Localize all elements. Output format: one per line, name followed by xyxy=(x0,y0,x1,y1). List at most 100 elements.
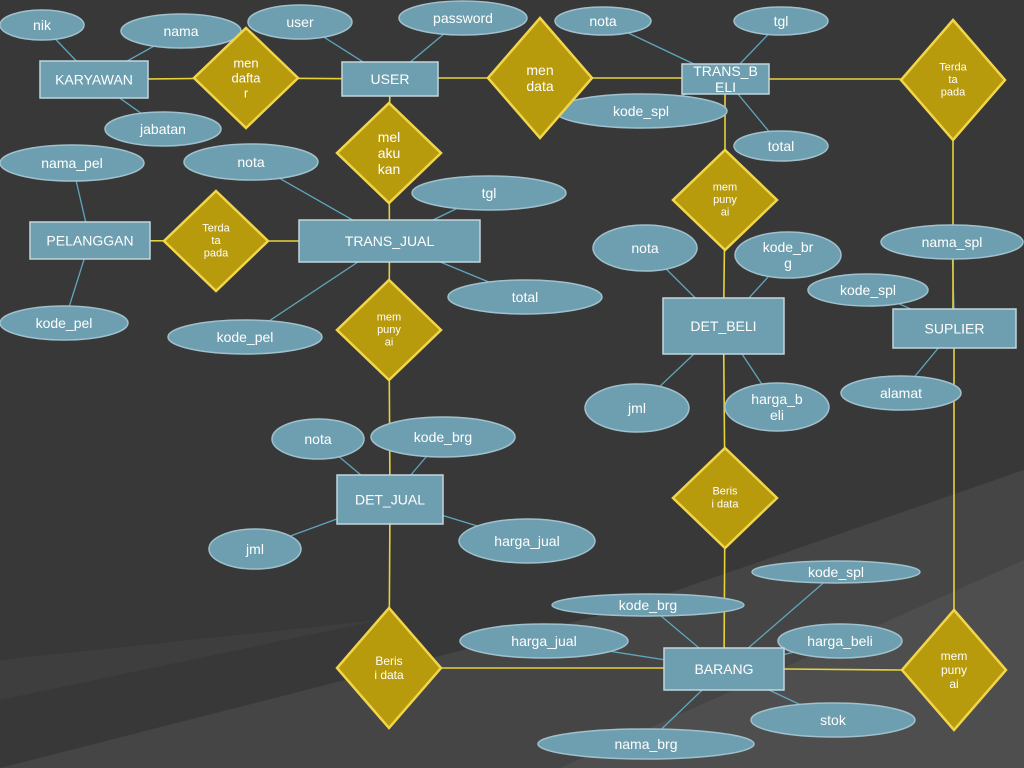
attribute-nama_brg[interactable]: nama_brg xyxy=(537,728,755,760)
attribute-label-kode_pel_p-line-1: kode_pel xyxy=(36,315,93,331)
relationship-label-terdata_pada_top-line-3: pada xyxy=(941,87,966,99)
entity-label-user-line-1: USER xyxy=(371,71,410,87)
attribute-nota_tj[interactable]: nota xyxy=(183,143,319,181)
attribute-ellipse-password xyxy=(398,0,528,36)
relationship-label-mendaftar-line-3: r xyxy=(244,85,249,100)
attribute-kode_brg_dj[interactable]: kode_brg xyxy=(370,416,516,458)
entity-trans_jual[interactable]: TRANS_JUAL xyxy=(298,219,481,263)
relationship-label-mendaftar-line-2: dafta xyxy=(232,71,262,86)
relationship-label-terdata_pada_mid-line-3: pada xyxy=(204,248,229,260)
relationship-label-mempunyai_beli-line-1: mem xyxy=(713,181,737,193)
relationship-label-terdata_pada_mid-line-1: Terda xyxy=(202,222,230,234)
attribute-jml_db[interactable]: jml xyxy=(584,383,690,433)
entity-karyawan[interactable]: KARYAWAN xyxy=(39,60,149,99)
attribute-tgl_tj[interactable]: tgl xyxy=(411,175,567,211)
attribute-label-jabatan-line-1: jabatan xyxy=(139,121,186,137)
entity-label-suplier-line-1: SUPLIER xyxy=(925,321,985,337)
attribute-kode_brg_b[interactable]: kode_brg xyxy=(551,593,745,617)
attribute-ellipse-harga_beli_db xyxy=(724,382,830,432)
attribute-harga_beli_b[interactable]: harga_beli xyxy=(777,623,903,659)
attribute-ellipse-total_tb xyxy=(733,130,829,162)
attribute-harga_jual_dj[interactable]: harga_jual xyxy=(458,518,596,564)
attribute-tgl_tb[interactable]: tgl xyxy=(733,6,829,36)
entity-box-barang xyxy=(663,647,785,691)
attribute-kode_spl_s[interactable]: kode_spl xyxy=(807,273,929,307)
attribute-label-jml_db-line-1: jml xyxy=(627,400,646,416)
attribute-nama_pel[interactable]: nama_pel xyxy=(0,144,145,182)
relationship-label-mendata-line-2: data xyxy=(526,78,553,94)
attribute-label-kode_spl_b-line-1: kode_spl xyxy=(808,564,864,580)
attribute-kode_spl_b[interactable]: kode_spl xyxy=(751,560,921,584)
attribute-total_tb[interactable]: total xyxy=(733,130,829,162)
attribute-nota_dj[interactable]: nota xyxy=(271,418,365,460)
relationship-label-mempunyai_barang-line-2: puny xyxy=(941,663,967,677)
attribute-ellipse-kode_pel_p xyxy=(0,305,129,341)
attribute-label-harga_jual_b-line-1: harga_jual xyxy=(511,633,576,649)
attribute-label-alamat-line-1: alamat xyxy=(880,385,922,401)
attribute-nik[interactable]: nik xyxy=(0,9,85,41)
attribute-harga_beli_db[interactable]: harga_beli xyxy=(724,382,830,432)
attribute-harga_jual_b[interactable]: harga_jual xyxy=(459,623,629,659)
attribute-alamat[interactable]: alamat xyxy=(840,375,962,411)
attribute-label-tgl_tb-line-1: tgl xyxy=(774,13,789,29)
attribute-ellipse-tgl_tb xyxy=(733,6,829,36)
attribute-ellipse-nama_brg xyxy=(537,728,755,760)
attribute-label-nama_pel-line-1: nama_pel xyxy=(41,155,103,171)
entity-det_jual[interactable]: DET_JUAL xyxy=(336,474,444,525)
attribute-ellipse-kode_spl_s xyxy=(807,273,929,307)
attribute-nama[interactable]: nama xyxy=(120,13,242,49)
attribute-kode_pel_tj[interactable]: kode_pel xyxy=(167,319,323,355)
relationship-label-mempunyai_beli-line-2: puny xyxy=(713,194,737,206)
attribute-total_tj[interactable]: total xyxy=(447,279,603,315)
attribute-ellipse-nama_pel xyxy=(0,144,145,182)
entity-trans_beli[interactable]: TRANS_BELI xyxy=(681,63,770,95)
attribute-nota_tb[interactable]: nota xyxy=(554,6,652,36)
relationship-diamond-mempunyai_beli xyxy=(671,148,779,252)
attribute-label-tgl_tj-line-1: tgl xyxy=(482,185,497,201)
relationship-link-barang-mempunyai_barang xyxy=(783,668,903,671)
attribute-nota_db[interactable]: nota xyxy=(592,224,698,272)
attribute-ellipse-nama_spl xyxy=(880,224,1024,260)
attribute-label-kode_spl_s-line-1: kode_spl xyxy=(840,282,896,298)
entity-label-det_jual-line-1: DET_JUAL xyxy=(355,492,425,508)
attribute-nama_spl[interactable]: nama_spl xyxy=(880,224,1024,260)
entity-pelanggan[interactable]: PELANGGAN xyxy=(29,221,151,260)
entity-barang[interactable]: BARANG xyxy=(663,647,785,691)
attribute-user_attr[interactable]: user xyxy=(247,4,353,40)
attribute-ellipse-jml_db xyxy=(584,383,690,433)
relationship-label-berisi_data_jual-line-1: Beris xyxy=(375,654,402,668)
entity-box-det_jual xyxy=(336,474,444,525)
entity-label-trans_beli-line-1: TRANS_B xyxy=(693,63,758,79)
attribute-kode_brg_db[interactable]: kode_brg xyxy=(734,231,842,279)
attribute-ellipse-total_tj xyxy=(447,279,603,315)
entity-label-pelanggan-line-1: PELANGGAN xyxy=(46,233,133,249)
entity-box-det_beli xyxy=(662,297,785,355)
relationship-label-mempunyai_barang-line-3: ai xyxy=(949,677,958,691)
attribute-kode_pel_p[interactable]: kode_pel xyxy=(0,305,129,341)
attribute-kode_spl_tb[interactable]: kode_spl xyxy=(554,93,728,129)
attribute-password[interactable]: password xyxy=(398,0,528,36)
attribute-jabatan[interactable]: jabatan xyxy=(104,111,222,147)
relationship-diamond-mempunyai_barang xyxy=(900,608,1008,732)
attribute-stok[interactable]: stok xyxy=(750,702,916,738)
entity-suplier[interactable]: SUPLIER xyxy=(892,308,1017,349)
attribute-jml_dj[interactable]: jml xyxy=(208,528,302,570)
relationship-label-melakukan-line-2: aku xyxy=(378,145,401,161)
entity-user[interactable]: USER xyxy=(341,61,439,97)
attribute-label-stok-line-1: stok xyxy=(820,712,847,728)
attribute-label-kode_pel_tj-line-1: kode_pel xyxy=(217,329,274,345)
attribute-label-nama-line-1: nama xyxy=(163,23,198,39)
entity-det_beli[interactable]: DET_BELI xyxy=(662,297,785,355)
